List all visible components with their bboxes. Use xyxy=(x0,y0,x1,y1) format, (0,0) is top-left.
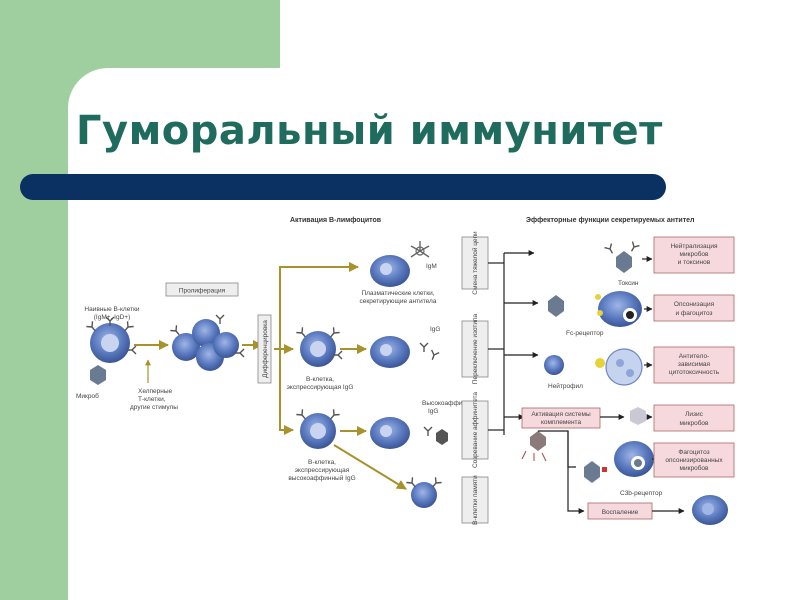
helper-t-label-1: Хелперные xyxy=(138,388,173,395)
side-memory-label: В-клетки памяти xyxy=(472,475,479,525)
neutrophil-label: Нейтрофил xyxy=(548,382,583,390)
memory-b-cell xyxy=(405,476,443,508)
igg-label: IgG xyxy=(430,326,440,333)
side-heavy-chain-label: Смена тяжелой цепи xyxy=(471,231,479,295)
effect-phagocytosis-2: опсонизированных xyxy=(665,457,723,464)
effect-adcc-3: цитотоксичность xyxy=(669,369,720,376)
side-isotype-label: Переключение изотипа xyxy=(472,313,479,384)
inflammation-cell xyxy=(692,495,728,525)
microbe-icon xyxy=(90,365,106,385)
toxin-label: Токсин xyxy=(618,280,639,287)
effect-adcc-1: Антитело- xyxy=(679,353,709,360)
igg-b-cell-label-1: В-клетка, xyxy=(306,376,334,383)
toxin-icon xyxy=(603,240,641,273)
c3b-receptor-label: C3b-рецептор xyxy=(620,490,663,497)
igm-pentamer-icon xyxy=(410,241,430,258)
effect-opsonization-2: и фагоцитоз xyxy=(675,310,712,317)
phagocyte-opsonization xyxy=(548,291,642,327)
effect-neutralization-1: Нейтрализация xyxy=(670,242,718,250)
inflammation-label: Воспаление xyxy=(602,509,639,516)
header-effector: Эффекторные функции секретируемых антите… xyxy=(526,217,694,224)
naive-b-cell-label-2: (IgM+, IgD+) xyxy=(94,314,130,321)
effect-opsonization-1: Опсонизация xyxy=(674,301,715,308)
plasma-cell-high-affinity xyxy=(370,417,410,449)
plasma-cell-igm xyxy=(370,255,410,287)
proliferation-label: Пролиферация xyxy=(179,288,226,295)
effect-phagocytosis-1: Фагоцитоз xyxy=(678,449,709,456)
effect-neutralization-2: микробов xyxy=(680,250,710,258)
naive-b-cell xyxy=(85,316,137,363)
high-affinity-b-cell-label-3: высокоаффинный IgG xyxy=(288,474,355,482)
igg-b-cell-label-2: экспрессирующая IgG xyxy=(287,384,354,391)
complement-label-2: комплемента xyxy=(541,419,582,426)
effect-adcc-box xyxy=(653,346,735,384)
header-activation: Активация В-лимфоцитов xyxy=(290,217,382,224)
phagocyte-c3b xyxy=(584,441,654,483)
effect-lysis-1: Лизис xyxy=(685,411,704,418)
plasma-cells-label-2: секретирующие антитела xyxy=(360,298,437,305)
fc-receptor-label: Fc-рецептор xyxy=(566,330,604,337)
naive-b-cell-label-1: Наивные В-клетки xyxy=(84,306,140,313)
neutrophil-adcc xyxy=(544,348,643,386)
slide-title: Гуморальный иммунитет xyxy=(76,108,663,154)
effect-opsonization-box xyxy=(653,294,735,322)
high-affinity-b-cell-label-1: В-клетка, xyxy=(308,459,336,466)
side-affinity-label: Созревание аффинитета xyxy=(472,392,479,468)
igg-b-cell xyxy=(295,326,343,367)
igm-label: IgM xyxy=(426,263,437,270)
plasma-cells-label-1: Плазматические клетки, xyxy=(361,290,434,297)
plasma-cell-igg xyxy=(370,336,410,368)
humoral-immunity-diagram: Активация В-лимфоцитов Эффекторные функц… xyxy=(76,217,735,525)
proliferating-b-cells xyxy=(169,314,245,371)
high-affinity-igg-label-1: Высокоаффинный xyxy=(422,399,478,407)
helper-t-label-3: другие стимулы xyxy=(130,404,178,411)
high-affinity-b-cell xyxy=(295,408,341,449)
effect-neutralization-box xyxy=(653,236,735,274)
title-underline-bar xyxy=(20,174,666,200)
high-affinity-b-cell-label-2: экспрессирующая xyxy=(295,467,350,474)
microbe-label: Микроб xyxy=(76,392,99,400)
differentiation-label: Дифференцировка xyxy=(262,320,269,378)
effect-lysis-2: микробов xyxy=(680,419,710,427)
effect-phagocytosis-box xyxy=(653,442,735,478)
high-affinity-igg-label-2: IgG xyxy=(428,408,438,415)
effect-lysis-box xyxy=(653,404,735,432)
complement-microbe-icon xyxy=(521,431,547,462)
helper-t-label-2: Т-клетки, xyxy=(138,396,166,403)
complement-label-1: Активация системы xyxy=(531,411,591,418)
effect-adcc-2: зависимая xyxy=(678,361,711,368)
effect-phagocytosis-3: микробов xyxy=(680,464,710,472)
effect-neutralization-3: и токсинов xyxy=(678,259,711,266)
